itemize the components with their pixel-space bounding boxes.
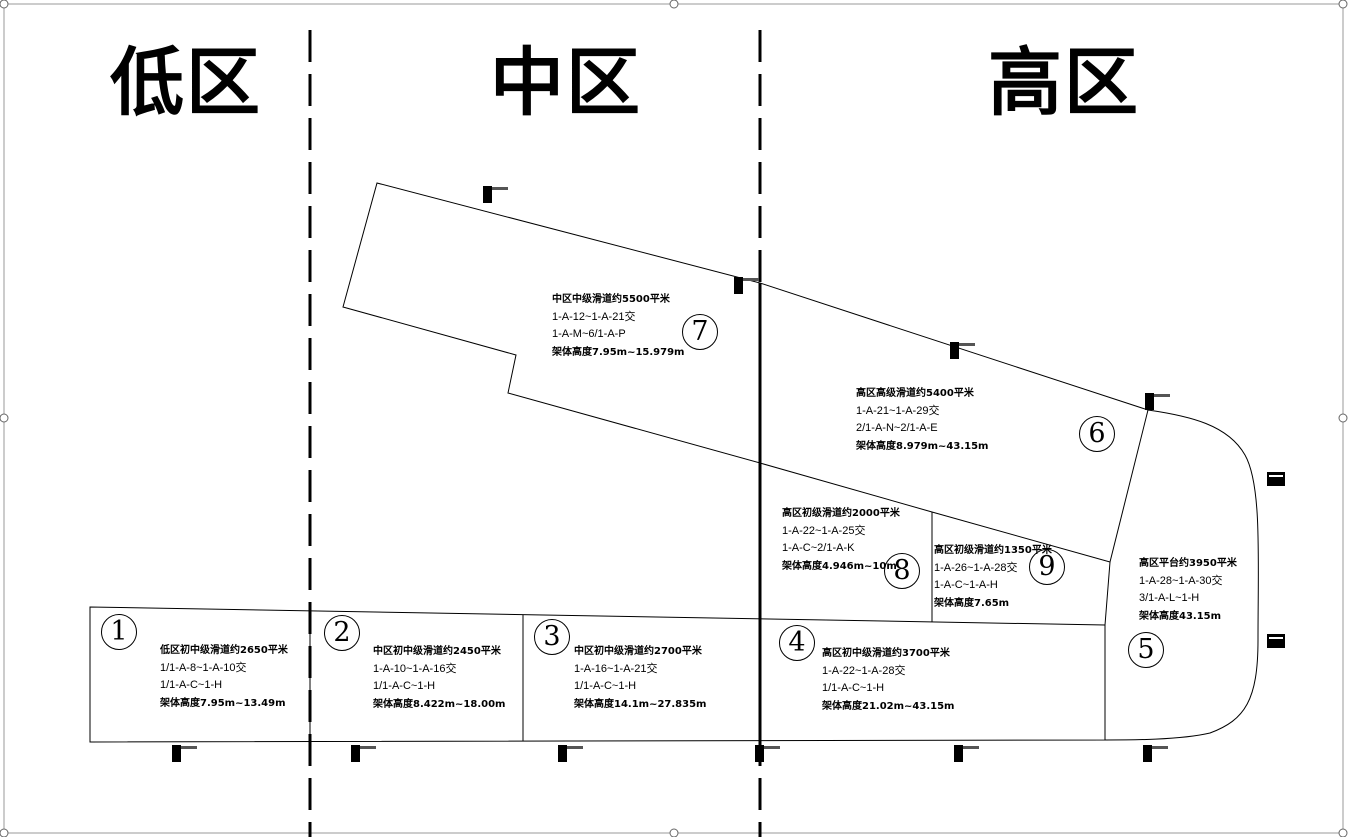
benchmark-marker [351,745,376,762]
area-label-line: 3/1-A-L~1-H [1139,592,1200,604]
area-label-5: 高区平台约3950平米 1-A-28~1-A-30交 3/1-A-L~1-H 架… [1139,555,1237,625]
area-number-6: 6 [1079,416,1115,452]
area-label-9: 高区初级滑道约1350平米 1-A-26~1-A-28交 1-A-C~1-A-H… [934,542,1052,612]
area-label-title: 高区初级滑道约1350平米 [934,545,1052,556]
area-label-height: 架体高度7.65m [934,597,1010,609]
benchmark-markers [172,186,1285,762]
area-label-line: 1-A-M~6/1-A-P [552,328,626,340]
zone-title-mid: 中区 [490,40,642,126]
area-label-line: 1/1-A-C~1-H [373,680,436,692]
area-label-6: 高区高级滑道约5400平米 1-A-21~1-A-29交 2/1-A-N~2/1… [856,385,988,455]
area-label-line: 1-A-C~1-A-H [934,579,998,591]
benchmark-marker [1267,472,1285,486]
area-label-line: 1-A-22~1-A-28交 [822,664,906,677]
area-label-height: 架体高度8.979m~43.15m [856,440,989,452]
area-label-line: 1-A-16~1-A-21交 [574,662,658,675]
area-label-height: 架体高度8.422m~18.00m [373,698,506,710]
area-label-8: 高区初级滑道约2000平米 1-A-22~1-A-25交 1-A-C~2/1-A… [782,505,900,575]
area-label-title: 高区平台约3950平米 [1139,558,1237,569]
benchmark-marker [1145,393,1170,410]
area-label-line: 1-A-22~1-A-25交 [782,524,866,537]
area-number-7: 7 [682,314,718,350]
area-label-title: 高区初中级滑道约3700平米 [822,648,950,659]
area-label-line: 1-A-12~1-A-21交 [552,310,636,323]
area-label-line: 1-A-C~2/1-A-K [782,542,855,554]
area-label-2: 中区初中级滑道约2450平米 1-A-10~1-A-16交 1/1-A-C~1-… [373,643,505,713]
benchmark-marker [755,745,780,762]
area-label-title: 高区初级滑道约2000平米 [782,508,900,519]
area-label-line: 1/1-A-C~1-H [822,682,885,694]
area-number-1: 1 [101,614,137,650]
area-label-title: 高区高级滑道约5400平米 [856,388,974,399]
benchmark-marker [483,186,508,203]
area-label-7: 中区中级滑道约5500平米 1-A-12~1-A-21交 1-A-M~6/1-A… [552,291,684,361]
benchmark-marker [954,745,979,762]
area-label-height: 架体高度43.15m [1139,610,1222,622]
area-label-4: 高区初中级滑道约3700平米 1-A-22~1-A-28交 1/1-A-C~1-… [822,645,954,715]
area-number-2: 2 [324,615,360,651]
area-label-1: 低区初中级滑道约2650平米 1/1-A-8~1-A-10交 1/1-A-C~1… [160,642,288,712]
area-label-line: 1/1-A-C~1-H [160,679,223,691]
area-label-title: 中区初中级滑道约2700平米 [574,646,702,657]
area-label-title: 中区中级滑道约5500平米 [552,294,670,305]
area-number-8: 8 [884,553,920,589]
benchmark-marker [558,745,583,762]
area-label-line: 1/1-A-8~1-A-10交 [160,661,247,674]
benchmark-marker [1143,745,1168,762]
area-label-title: 中区初中级滑道约2450平米 [373,646,501,657]
area-label-height: 架体高度7.95m~15.979m [552,346,685,358]
area-label-line: 1/1-A-C~1-H [574,680,637,692]
benchmark-marker [734,277,759,294]
benchmark-marker [950,342,975,359]
area-number-4: 4 [779,625,815,661]
area-label-line: 1-A-26~1-A-28交 [934,561,1018,574]
zone-title-high: 高区 [988,40,1140,126]
benchmark-marker [172,745,197,762]
area-label-title: 低区初中级滑道约2650平米 [160,645,288,656]
benchmark-marker [1267,634,1285,648]
area-number-9: 9 [1029,549,1065,585]
area-label-height: 架体高度14.1m~27.835m [574,698,707,710]
area-label-3: 中区初中级滑道约2700平米 1-A-16~1-A-21交 1/1-A-C~1-… [574,643,706,713]
area-label-line: 2/1-A-N~2/1-A-E [856,422,938,434]
area-label-height: 架体高度21.02m~43.15m [822,700,955,712]
area-number-3: 3 [534,619,570,655]
area-label-line: 1-A-10~1-A-16交 [373,662,457,675]
area-label-line: 1-A-28~1-A-30交 [1139,574,1223,587]
area-label-height: 架体高度7.95m~13.49m [160,697,286,709]
area-number-5: 5 [1128,632,1164,668]
area-label-line: 1-A-21~1-A-29交 [856,404,940,417]
area-5-outline [1104,409,1259,741]
zone-title-low: 低区 [110,40,262,126]
area-label-height: 架体高度4.946m~10m [782,560,897,572]
